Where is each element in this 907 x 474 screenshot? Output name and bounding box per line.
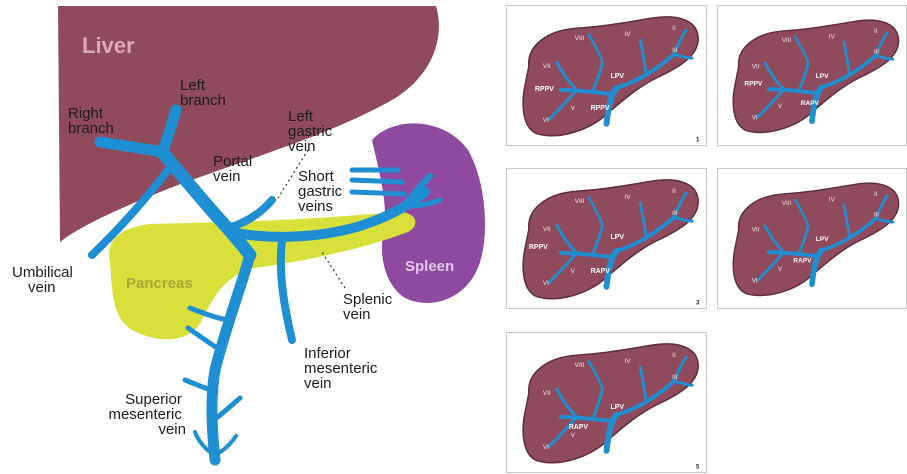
variant-liver-illustration: VIIIIVIIIIIVIIVIVRAPVLPV5 <box>507 333 706 474</box>
segment-label: IV <box>624 358 631 365</box>
segment-label: VI <box>543 280 549 287</box>
variant-panel: VIIIIVIIIIIVIIVIVRAPVLPV <box>717 168 907 309</box>
portal-vein-label: LPV <box>610 234 624 241</box>
segment-label: II <box>874 28 878 35</box>
portal-vein-label: Portal vein <box>213 153 256 185</box>
umbilical-vein-label: Umbilical vein <box>12 264 77 296</box>
segment-label: II <box>672 25 676 32</box>
portal-vein-label: RPPV <box>591 105 610 112</box>
variant-number: 3 <box>696 301 700 307</box>
segment-label: VII <box>543 226 551 233</box>
splenic-vein-label: Splenic vein <box>343 291 396 323</box>
short-gastric-veins-label: Short gastric veins <box>298 168 346 215</box>
segment-label: IV <box>624 194 631 201</box>
portal-vein-label: LPV <box>610 404 624 411</box>
segment-label: VIII <box>575 35 585 42</box>
segment-label: IV <box>624 31 631 38</box>
segment-label: V <box>571 432 576 439</box>
segment-label: III <box>672 374 678 381</box>
segment-label: II <box>672 188 676 195</box>
segment-label: VIII <box>782 200 791 207</box>
segment-label: VII <box>543 63 551 70</box>
portal-vein-label: LPV <box>816 73 829 80</box>
segment-label: V <box>571 268 576 275</box>
segment-label: VI <box>543 444 549 451</box>
short-gastric-vessel-2 <box>352 180 402 182</box>
variant-number: 1 <box>696 138 700 144</box>
segment-label: VII <box>752 227 760 234</box>
segment-label: VII <box>543 390 551 397</box>
segment-label: VI <box>752 114 758 121</box>
segment-label: IV <box>829 196 836 203</box>
sm-tributary-4 <box>214 398 240 420</box>
segment-label: II <box>672 352 676 359</box>
segment-label: VI <box>752 277 758 284</box>
portal-vein-label: RPPV <box>744 80 763 87</box>
segment-label: III <box>874 211 879 218</box>
portal-vein-label: RAPV <box>793 258 812 265</box>
segment-label: III <box>874 48 879 55</box>
segment-label: VI <box>543 117 549 124</box>
variant-panel: VIIIIVIIIIIVIIVIVRPPVRPPVLPV1 <box>506 5 707 146</box>
short-gastric-vessel-3 <box>352 192 404 194</box>
inferior-mesenteric-vein-label: Inferior mesenteric vein <box>304 345 382 392</box>
variant-number: 5 <box>696 465 700 471</box>
segment-label: IV <box>829 33 836 40</box>
splenic-leader <box>322 252 345 288</box>
spleen-label: Spleen <box>405 258 454 275</box>
liver-label: Liver <box>82 33 135 58</box>
variant-panel: VIIIIVIIIIIVIIVIVRPPVRAPVLPV3 <box>506 168 707 309</box>
portal-vein-label: RAPV <box>801 100 820 107</box>
segment-label: II <box>874 191 878 198</box>
portal-vein-label: LPV <box>816 236 829 243</box>
portal-venous-system-diagram: Liver Spleen Pancreas <box>0 0 495 472</box>
segment-label: V <box>571 105 576 112</box>
right-branch-label: Right branch <box>68 105 114 137</box>
portal-vein-label: RPPV <box>535 86 554 93</box>
superior-mesenteric-vein-label: Superior mesenteric vein <box>108 391 186 438</box>
portal-vein-label: RPPV <box>529 244 548 251</box>
segment-label: VIII <box>782 37 791 44</box>
segment-label: III <box>672 47 678 54</box>
segment-label: VIII <box>575 198 585 205</box>
portal-vein-label: RAPV <box>569 424 589 431</box>
segment-label: VII <box>752 64 760 71</box>
portal-vein-label: LPV <box>610 73 624 80</box>
portal-vein-label: RAPV <box>591 268 611 275</box>
sm-tributary-2 <box>188 328 220 350</box>
segment-label: III <box>672 210 678 217</box>
variant-liver-illustration: VIIIIVIIIIIVIIVIVRPPVRAPVLPV3 <box>507 169 706 310</box>
segment-label: VIII <box>575 362 585 369</box>
pancreas-label: Pancreas <box>126 275 193 292</box>
